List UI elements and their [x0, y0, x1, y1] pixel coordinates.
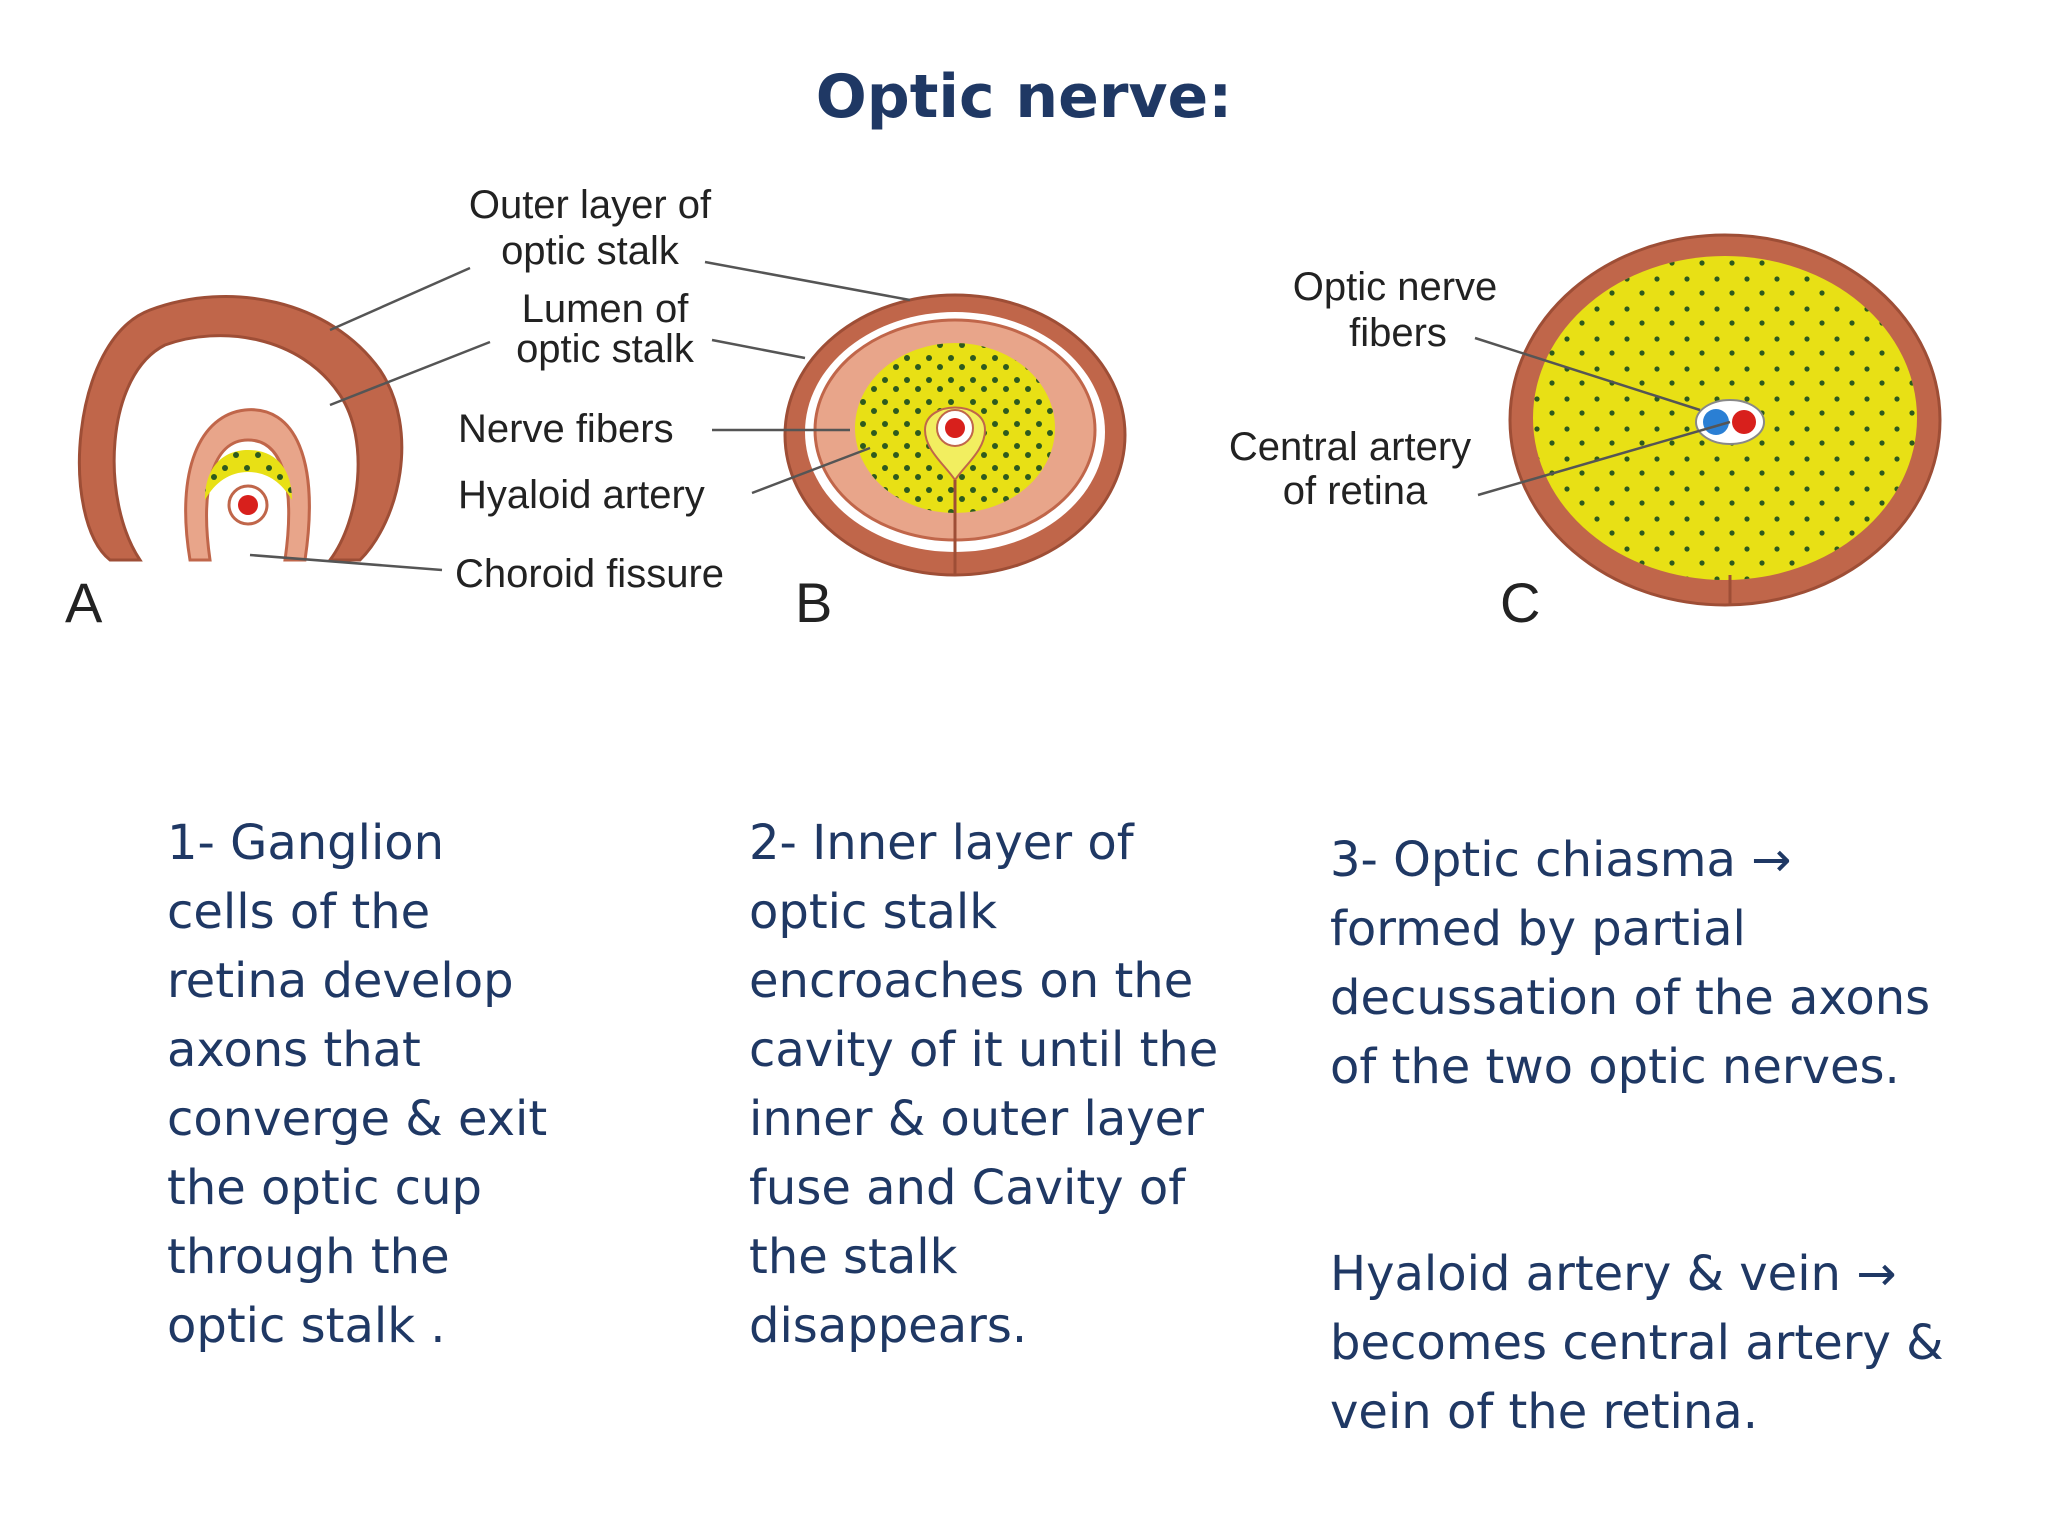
label-outer-layer-1: Outer layer of	[469, 183, 712, 227]
panel-label-b: B	[795, 571, 832, 634]
step-2-text: 2- Inner layer of optic stalk encroaches…	[749, 815, 1219, 1354]
label-optic-nerve-fibers-2: fibers	[1349, 311, 1447, 355]
panel-label-a: A	[65, 571, 103, 634]
panel-label-c: C	[1500, 571, 1540, 634]
text-column-2: 2- Inner layer of optic stalk encroaches…	[749, 740, 1349, 1430]
panel-c-figure	[1508, 233, 1942, 607]
panel-a-outer-wall	[78, 295, 404, 562]
label-hyaloid-artery: Hyaloid artery	[458, 473, 705, 517]
panel-a-hyaloid-artery	[238, 495, 258, 515]
label-central-artery-1: Central artery	[1229, 425, 1471, 469]
panel-a-figure	[78, 295, 404, 562]
text-column-1: 1- Ganglion cells of the retina develop …	[167, 740, 727, 1430]
optic-stalk-diagram: Outer layer of optic stalk Lumen of opti…	[65, 183, 1942, 634]
label-lumen-1: Lumen of	[522, 287, 690, 331]
label-choroid-fissure: Choroid fissure	[455, 552, 724, 596]
label-nerve-fibers: Nerve fibers	[458, 407, 674, 451]
panel-b-figure	[783, 293, 1127, 577]
label-central-artery-2: of retina	[1283, 469, 1428, 513]
label-lumen-2: optic stalk	[516, 327, 695, 371]
step-3-text: 3- Optic chiasma → formed by partial dec…	[1330, 832, 1931, 1095]
label-optic-nerve-fibers-1: Optic nerve	[1293, 265, 1498, 309]
hyaloid-note-text: Hyaloid artery & vein → becomes central …	[1330, 1246, 1944, 1440]
label-outer-layer-2: optic stalk	[501, 229, 680, 273]
slide-title: Optic nerve:	[815, 62, 1233, 132]
step-1-text: 1- Ganglion cells of the retina develop …	[167, 815, 548, 1354]
leader-lines	[249, 260, 1731, 572]
panel-b-hyaloid-artery	[945, 418, 965, 438]
text-column-3: 3- Optic chiasma → formed by partial dec…	[1330, 757, 2010, 1516]
panel-c-central-artery	[1732, 410, 1756, 434]
panel-c-central-vein	[1703, 409, 1729, 435]
